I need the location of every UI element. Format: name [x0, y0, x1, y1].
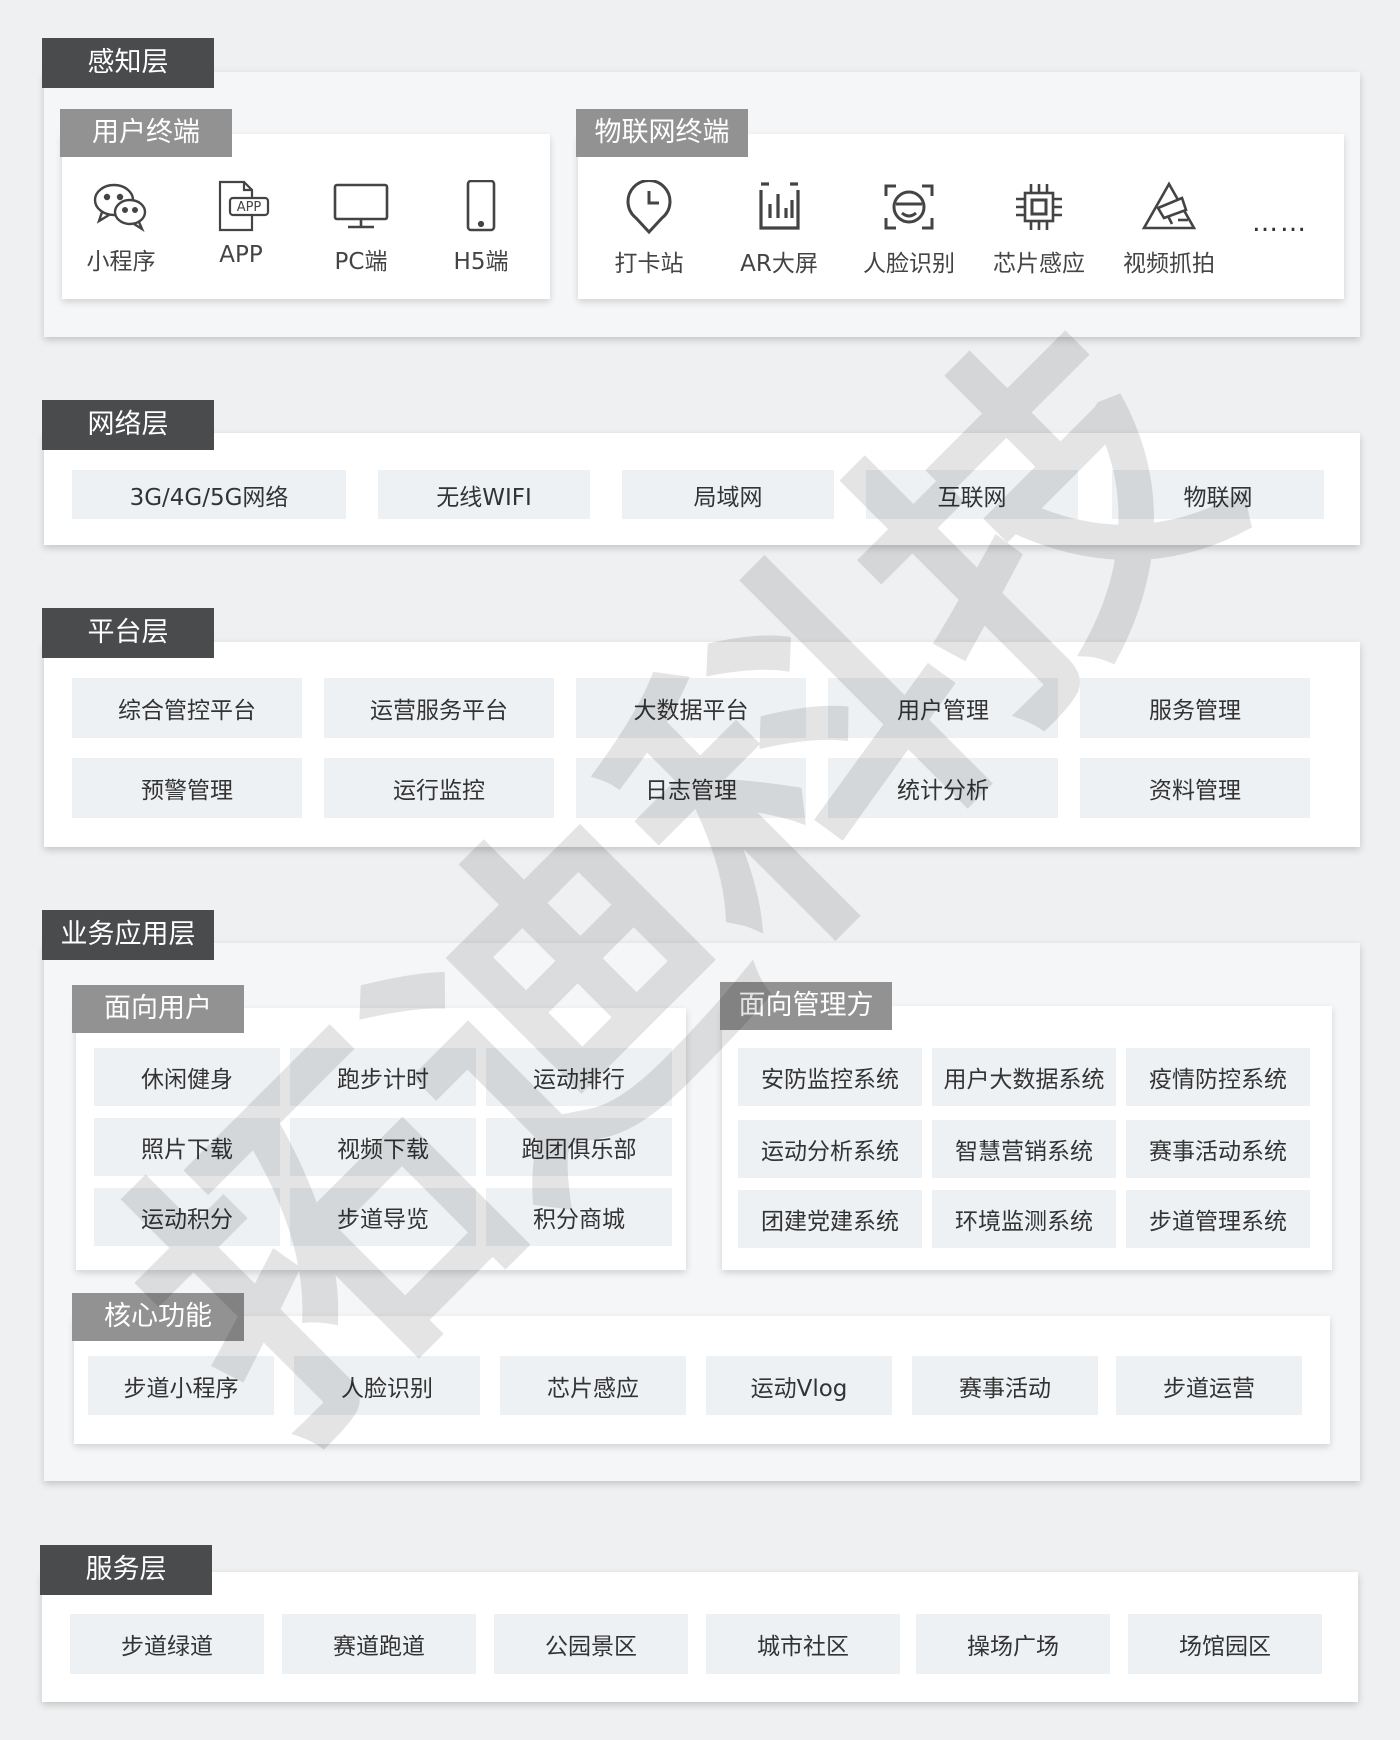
camera-icon	[1114, 180, 1224, 234]
manager-facing-item: 用户大数据系统	[932, 1048, 1116, 1106]
service-item: 步道绿道	[70, 1614, 264, 1674]
user-facing-item: 休闲健身	[94, 1048, 280, 1106]
manager-facing-item: 赛事活动系统	[1126, 1120, 1310, 1178]
terminal-label: AR大屏	[740, 251, 818, 277]
core-function-item: 步道小程序	[88, 1356, 274, 1415]
bar-chart-icon	[724, 180, 834, 234]
user-facing-item: 跑步计时	[290, 1048, 476, 1106]
monitor-icon	[306, 180, 416, 232]
platform-item: 日志管理	[576, 758, 806, 818]
clock-pin-icon	[594, 180, 704, 234]
chip-icon	[984, 180, 1094, 234]
terminal-face-recognition: 人脸识别	[854, 180, 964, 278]
user-facing-title: 面向用户	[72, 985, 244, 1033]
core-function-item: 步道运营	[1116, 1356, 1302, 1415]
terminal-label: PC端	[334, 249, 388, 275]
manager-facing-title: 面向管理方	[720, 982, 892, 1030]
manager-facing-item: 疫情防控系统	[1126, 1048, 1310, 1106]
manager-facing-item: 环境监测系统	[932, 1190, 1116, 1248]
svg-text:APP: APP	[237, 200, 262, 215]
terminal-label: 人脸识别	[863, 251, 955, 277]
terminal-label: H5端	[453, 249, 509, 275]
terminal-h5: H5端	[426, 180, 536, 276]
terminal-label: 芯片感应	[993, 251, 1085, 277]
user-facing-item: 运动积分	[94, 1188, 280, 1246]
platform-item: 运营服务平台	[324, 678, 554, 738]
terminal-label: 视频抓拍	[1123, 251, 1215, 277]
more-terminals-ellipsis: ……	[1252, 208, 1308, 238]
terminal-label: 打卡站	[614, 251, 684, 277]
terminal-label: APP	[219, 242, 263, 268]
service-item: 城市社区	[706, 1614, 900, 1674]
user-facing-item: 运动排行	[486, 1048, 672, 1106]
platform-item: 预警管理	[72, 758, 302, 818]
core-function-item: 运动Vlog	[706, 1356, 892, 1415]
core-function-item: 人脸识别	[294, 1356, 480, 1415]
business-layer-title: 业务应用层	[42, 910, 214, 960]
platform-item: 用户管理	[828, 678, 1058, 738]
user-facing-item: 照片下载	[94, 1118, 280, 1176]
core-function-item: 芯片感应	[500, 1356, 686, 1415]
user-facing-item: 积分商城	[486, 1188, 672, 1246]
service-item: 公园景区	[494, 1614, 688, 1674]
service-item: 赛道跑道	[282, 1614, 476, 1674]
phone-icon	[426, 180, 536, 232]
user-facing-item: 视频下载	[290, 1118, 476, 1176]
iot-terminal-title: 物联网终端	[576, 109, 748, 157]
terminal-video-capture: 视频抓拍	[1114, 180, 1224, 278]
network-item: 局域网	[622, 470, 834, 519]
network-item: 无线WIFI	[378, 470, 590, 519]
service-item: 场馆园区	[1128, 1614, 1322, 1674]
wechat-icon	[66, 180, 176, 232]
service-item: 操场广场	[916, 1614, 1110, 1674]
app-icon: APP	[186, 180, 296, 232]
terminal-label: 小程序	[86, 249, 156, 275]
platform-item: 统计分析	[828, 758, 1058, 818]
network-item: 3G/4G/5G网络	[72, 470, 346, 519]
network-item: 互联网	[866, 470, 1078, 519]
manager-facing-item: 团建党建系统	[738, 1190, 922, 1248]
manager-facing-item: 安防监控系统	[738, 1048, 922, 1106]
terminal-checkin: 打卡站	[594, 180, 704, 278]
iot-terminal-panel	[578, 134, 1344, 299]
user-terminal-title: 用户终端	[60, 109, 232, 157]
platform-item: 运行监控	[324, 758, 554, 818]
service-layer-title: 服务层	[40, 1545, 212, 1595]
user-facing-item: 跑团俱乐部	[486, 1118, 672, 1176]
platform-item: 服务管理	[1080, 678, 1310, 738]
user-facing-item: 步道导览	[290, 1188, 476, 1246]
platform-item: 综合管控平台	[72, 678, 302, 738]
platform-item: 资料管理	[1080, 758, 1310, 818]
face-scan-icon	[854, 180, 964, 234]
terminal-mini-program: 小程序	[66, 180, 176, 276]
manager-facing-item: 运动分析系统	[738, 1120, 922, 1178]
terminal-ar-screen: AR大屏	[724, 180, 834, 278]
network-layer-title: 网络层	[42, 400, 214, 450]
manager-facing-item: 步道管理系统	[1126, 1190, 1310, 1248]
platform-layer-title: 平台层	[42, 608, 214, 658]
terminal-app: APP APP	[186, 180, 296, 268]
platform-item: 大数据平台	[576, 678, 806, 738]
core-function-item: 赛事活动	[912, 1356, 1098, 1415]
terminal-pc: PC端	[306, 180, 416, 276]
perception-layer-title: 感知层	[42, 38, 214, 88]
manager-facing-item: 智慧营销系统	[932, 1120, 1116, 1178]
terminal-chip-sensing: 芯片感应	[984, 180, 1094, 278]
network-item: 物联网	[1112, 470, 1324, 519]
core-functions-title: 核心功能	[72, 1293, 244, 1341]
